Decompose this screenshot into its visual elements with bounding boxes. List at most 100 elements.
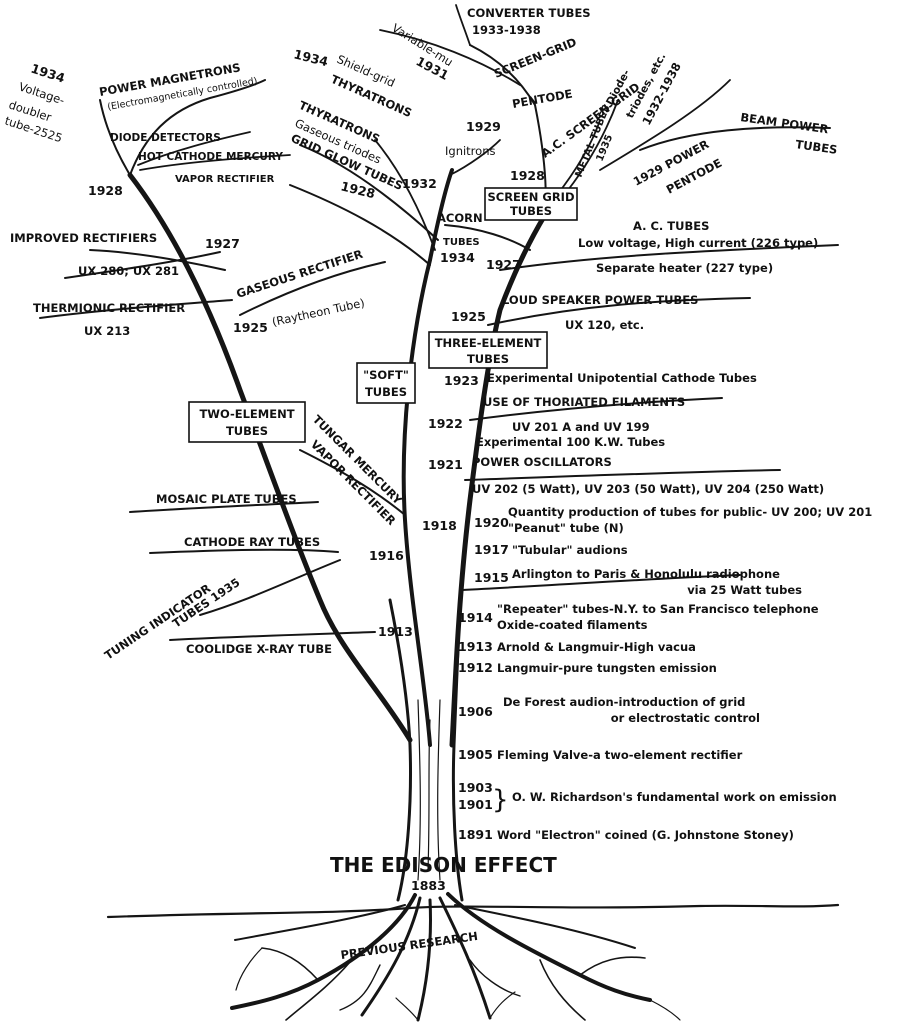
event-year: 1927: [486, 257, 521, 272]
event-year: 1921: [428, 457, 463, 472]
thermionic-1: THERMIONIC RECTIFIER: [33, 301, 185, 315]
gaseous-year: 1925: [233, 320, 268, 335]
event-year: 1925: [451, 309, 486, 324]
acorn-year: 1934: [440, 250, 475, 265]
two-element-box: [188, 401, 306, 443]
soft-tubes-line2: TUBES: [365, 385, 407, 399]
coolidge-label: COOLIDGE X-RAY TUBE: [186, 642, 332, 656]
diagram-title: THE EDISON EFFECT: [330, 853, 557, 877]
screen-grid-box: [484, 187, 578, 221]
event-year: 1913: [458, 639, 493, 654]
hot-cathode-2: VAPOR RECTIFIER: [175, 174, 275, 185]
ignitrons-label: Ignitrons: [445, 144, 495, 158]
event-text-3: Experimental 100 K.W. Tubes: [476, 435, 665, 449]
event-text: "Repeater" tubes-N.Y. to San Francisco t…: [497, 602, 819, 616]
event-year: 1917: [474, 542, 509, 557]
limb-left: [127, 172, 413, 743]
converter-tubes-1: CONVERTER TUBES: [467, 6, 591, 20]
origin-year: 1883: [411, 878, 446, 893]
screen-grid-pentode-1: SCREEN-GRID: [492, 35, 579, 81]
limb-middle: [401, 168, 454, 747]
shield-grid-year: 1934: [292, 46, 330, 69]
soft-year: 1918: [422, 518, 457, 533]
event-text: Langmuir-pure tungsten emission: [497, 661, 717, 675]
screen-grid-line1: SCREEN GRID: [487, 190, 574, 204]
event-text-2: UX 120, etc.: [565, 318, 644, 332]
event-text-2: UV 202 (5 Watt), UV 203 (50 Watt), UV 20…: [472, 482, 824, 496]
event-year: 1915: [474, 570, 509, 585]
left-1928: 1928: [88, 183, 123, 198]
event-year: 1914: [458, 610, 493, 625]
event-text: LOUD SPEAKER POWER TUBES: [502, 293, 698, 307]
left-branch-lines: [39, 79, 386, 641]
grid-glow-2: 1928: [339, 178, 376, 201]
soft-tubes-line1: "SOFT": [363, 368, 409, 382]
event-text: Arlington to Paris & Honolulu radiophone: [512, 567, 780, 581]
event-text: Arnold & Langmuir-High vacua: [497, 640, 696, 654]
event-text: O. W. Richardson's fundamental work on e…: [512, 790, 837, 804]
cathode-ray-year: 1916: [369, 548, 404, 563]
event-year: 1920: [474, 515, 509, 530]
improved-models: UX 280; UX 281: [78, 264, 179, 278]
event-text: USE OF THORIATED FILAMENTS: [483, 395, 685, 409]
beam-power-2: TUBES: [795, 137, 839, 157]
event-text: De Forest audion-introduction of grid: [503, 695, 745, 709]
mosaic-label: MOSAIC PLATE TUBES: [156, 492, 297, 506]
improved-year: 1927: [205, 236, 240, 251]
gaseous-rectifier-1: GASEOUS RECTIFIER: [235, 247, 365, 301]
three-element-line2: TUBES: [467, 352, 509, 366]
ground-line: [106, 903, 840, 919]
middle-branch-lines: [289, 139, 501, 516]
event-text-2: Oxide-coated filaments: [497, 618, 648, 632]
event-year: 1912: [458, 660, 493, 675]
diode-detectors: DIODE DETECTORS: [110, 132, 221, 144]
gaseous-rectifier-2: (Raytheon Tube): [271, 296, 366, 329]
event-text-2: UV 201 A and UV 199: [512, 420, 650, 434]
event-text: Experimental Unipotential Cathode Tubes: [487, 371, 757, 385]
event-year: 1903: [458, 780, 493, 795]
event-text-3: Separate heater (227 type): [596, 261, 773, 275]
event-text-2: or electrostatic control: [611, 711, 760, 725]
beam-power-1: BEAM POWER: [740, 110, 830, 136]
coolidge-year: 1913: [378, 624, 413, 639]
event-text: Quantity production of tubes for public-…: [508, 505, 872, 519]
improved-rectifiers: IMPROVED RECTIFIERS: [10, 231, 157, 245]
event-text: "Tubular" audions: [512, 543, 628, 557]
event-text: Word "Electron" coined (G. Johnstone Sto…: [497, 828, 794, 842]
three-element-box: [428, 331, 548, 369]
thermionic-2: UX 213: [84, 324, 130, 338]
trunk-events: 1891 Word "Electron" coined (G. Johnston…: [428, 219, 872, 842]
event-year: 1923: [444, 373, 479, 388]
event-year: 1891: [458, 827, 493, 842]
soft-tubes-box: [356, 362, 416, 404]
hot-cathode-1: HOT CATHODE MERCURY: [138, 151, 283, 163]
event-text: POWER OSCILLATORS: [472, 455, 612, 469]
screen-grid-year: 1928: [510, 168, 545, 183]
three-element-line1: THREE-ELEMENT: [435, 336, 542, 350]
event-text-2: via 25 Watt tubes: [687, 583, 802, 597]
roots: [230, 892, 681, 1022]
event-text: Fleming Valve-a two-element rectifier: [497, 748, 743, 762]
cathode-ray-label: CATHODE RAY TUBES: [184, 535, 320, 549]
converter-tubes-2: 1933-1938: [472, 23, 541, 37]
event-year: 1906: [458, 704, 493, 719]
two-element-line2: TUBES: [226, 424, 268, 438]
screen-grid-pentode-year: 1929: [466, 119, 501, 134]
event-text-2: Low voltage, High current (226 type): [578, 236, 818, 250]
ignitrons-year: 1932: [402, 176, 437, 191]
event-text-2: "Peanut" tube (N): [508, 521, 624, 535]
event-text: A. C. TUBES: [633, 219, 709, 233]
screen-grid-line2: TUBES: [510, 204, 552, 218]
brace-icon: }: [492, 785, 509, 815]
limb-right: [449, 212, 548, 748]
event-year: 1901: [458, 797, 493, 812]
acorn-label-2: TUBES: [443, 237, 480, 248]
event-year: 1922: [428, 416, 463, 431]
doubler-year: 1934: [29, 61, 67, 86]
event-year: 1905: [458, 747, 493, 762]
screen-grid-pentode-2: PENTODE: [511, 87, 574, 111]
two-element-line1: TWO-ELEMENT: [199, 407, 294, 421]
acorn-label: ACORN: [437, 211, 483, 225]
right-branch-lines: [379, 4, 839, 591]
